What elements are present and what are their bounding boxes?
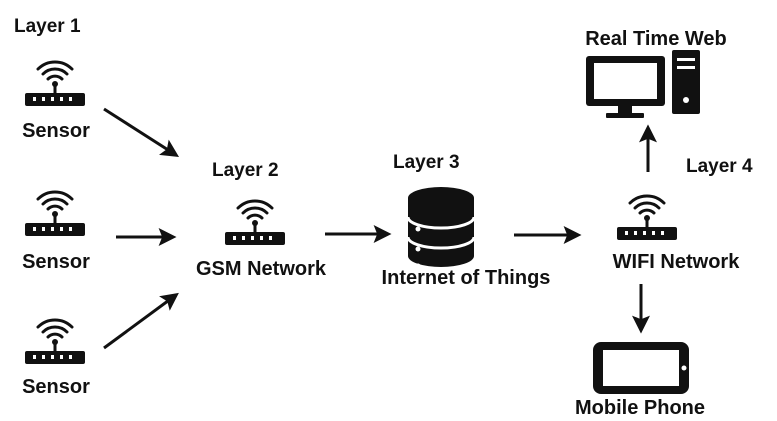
gsm-network-label: GSM Network	[196, 258, 327, 280]
wireless-router-icon	[23, 318, 87, 366]
sensor-2-label: Sensor	[22, 251, 90, 273]
connection-arrows	[103, 107, 657, 350]
mobile-phone-node: Mobile Phone	[575, 342, 705, 419]
real-time-web-label: Real Time Web	[585, 28, 727, 50]
mobile-phone-label: Mobile Phone	[575, 397, 705, 419]
database-icon	[406, 187, 476, 269]
wireless-router-icon	[223, 199, 287, 247]
desktop-computer-icon	[586, 50, 700, 118]
real-time-web-node: Real Time Web	[585, 28, 727, 118]
arrow-sensor3-to-gsm	[103, 292, 179, 350]
sensor-node-1: Sensor	[22, 60, 90, 142]
layer-4-label: Layer 4	[686, 156, 753, 177]
tablet-phone-icon	[593, 342, 689, 394]
layer-3-label: Layer 3	[393, 152, 460, 173]
layer-2-label: Layer 2	[212, 160, 279, 181]
wifi-network-label: WIFI Network	[613, 251, 741, 273]
sensor-node-3: Sensor	[22, 318, 90, 398]
wireless-router-icon	[615, 194, 679, 242]
wireless-router-icon	[23, 60, 87, 108]
gsm-network-node: GSM Network	[196, 199, 327, 280]
arrow-sensor1-to-gsm	[103, 107, 180, 157]
sensor-1-label: Sensor	[22, 120, 90, 142]
iot-label: Internet of Things	[382, 267, 551, 289]
wireless-router-icon	[23, 190, 87, 238]
iot-node: Internet of Things	[382, 187, 551, 289]
layer-1-label: Layer 1	[14, 16, 81, 37]
sensor-3-label: Sensor	[22, 376, 90, 398]
wifi-network-node: WIFI Network	[613, 194, 741, 273]
sensor-node-2: Sensor	[22, 190, 90, 273]
